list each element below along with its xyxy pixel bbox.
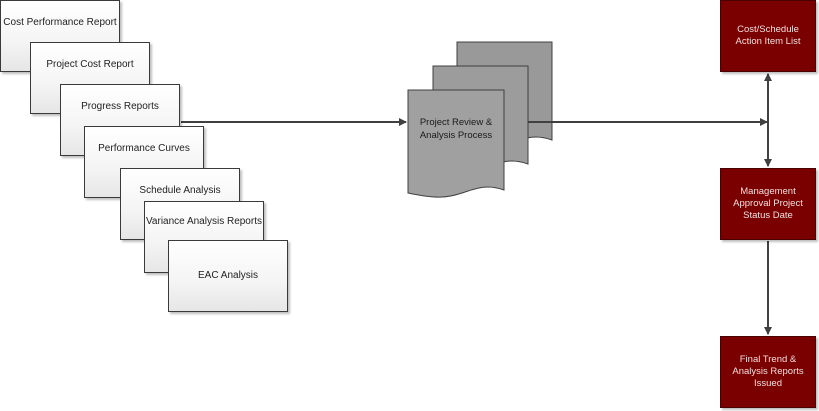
output-management-approval: Management Approval Project Status Date: [720, 168, 816, 240]
report-label: Project Cost Report: [46, 59, 134, 70]
output-label: Management Approval Project Status Date: [733, 186, 803, 221]
report-label: Cost Performance Report: [3, 17, 117, 28]
output-final-reports: Final Trend & Analysis Reports Issued: [720, 336, 816, 408]
report-label: Performance Curves: [98, 143, 190, 154]
report-eac-analysis: EAC Analysis: [168, 240, 288, 312]
report-label: Variance Analysis Reports: [146, 216, 262, 227]
output-action-item-list: Cost/Schedule Action Item List: [720, 0, 816, 72]
report-label: Schedule Analysis: [139, 185, 221, 196]
process-document-stack: [407, 41, 553, 198]
report-label: Progress Reports: [81, 101, 159, 112]
document-front: [407, 89, 505, 198]
process-label: Project Review & Analysis Process: [419, 117, 493, 141]
report-label: EAC Analysis: [197, 270, 259, 281]
output-label: Final Trend & Analysis Reports Issued: [732, 354, 804, 389]
output-label: Cost/Schedule Action Item List: [735, 24, 801, 47]
